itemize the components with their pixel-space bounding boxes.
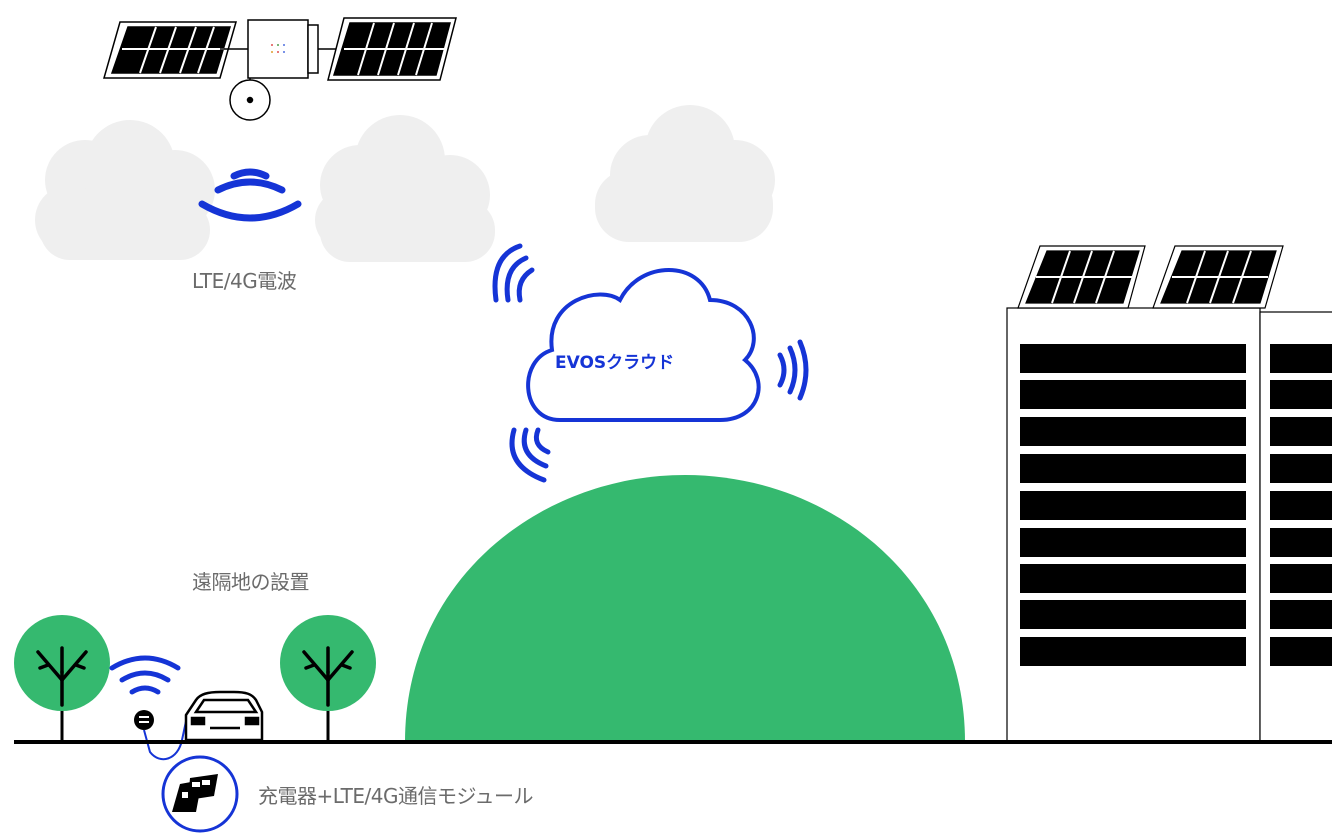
lte-signal-label: LTE/4G電波: [192, 269, 297, 293]
module-icon: [161, 755, 239, 833]
satellite-leds: [271, 44, 285, 53]
charger-icon: [134, 710, 189, 761]
background-cloud-left: [35, 120, 215, 260]
building-icon: [1006, 307, 1332, 743]
wifi-signal-icon: [198, 168, 302, 222]
tree-icon-right: [280, 615, 376, 742]
car-icon: [184, 690, 264, 742]
cloud-signal-bottom-left: [509, 427, 551, 483]
tree-icon: [14, 615, 110, 742]
cloud-label: EVOSクラウド: [555, 353, 675, 373]
charger-signal-icon: [109, 655, 181, 695]
background-cloud-right: [595, 105, 775, 242]
cloud-signal-right: [777, 339, 809, 401]
solar-panel-icon: [1017, 245, 1284, 309]
charger-module-label: 充電器+LTE/4G通信モジュール: [258, 784, 534, 808]
cloud-icon: [526, 268, 761, 422]
hill: [405, 475, 965, 742]
background-cloud-middle: [315, 115, 495, 262]
remote-install-label: 遠隔地の設置: [192, 570, 310, 594]
ground-line: [14, 740, 1332, 744]
satellite-icon: [103, 17, 457, 121]
cloud-signal-top-left: [492, 243, 535, 303]
